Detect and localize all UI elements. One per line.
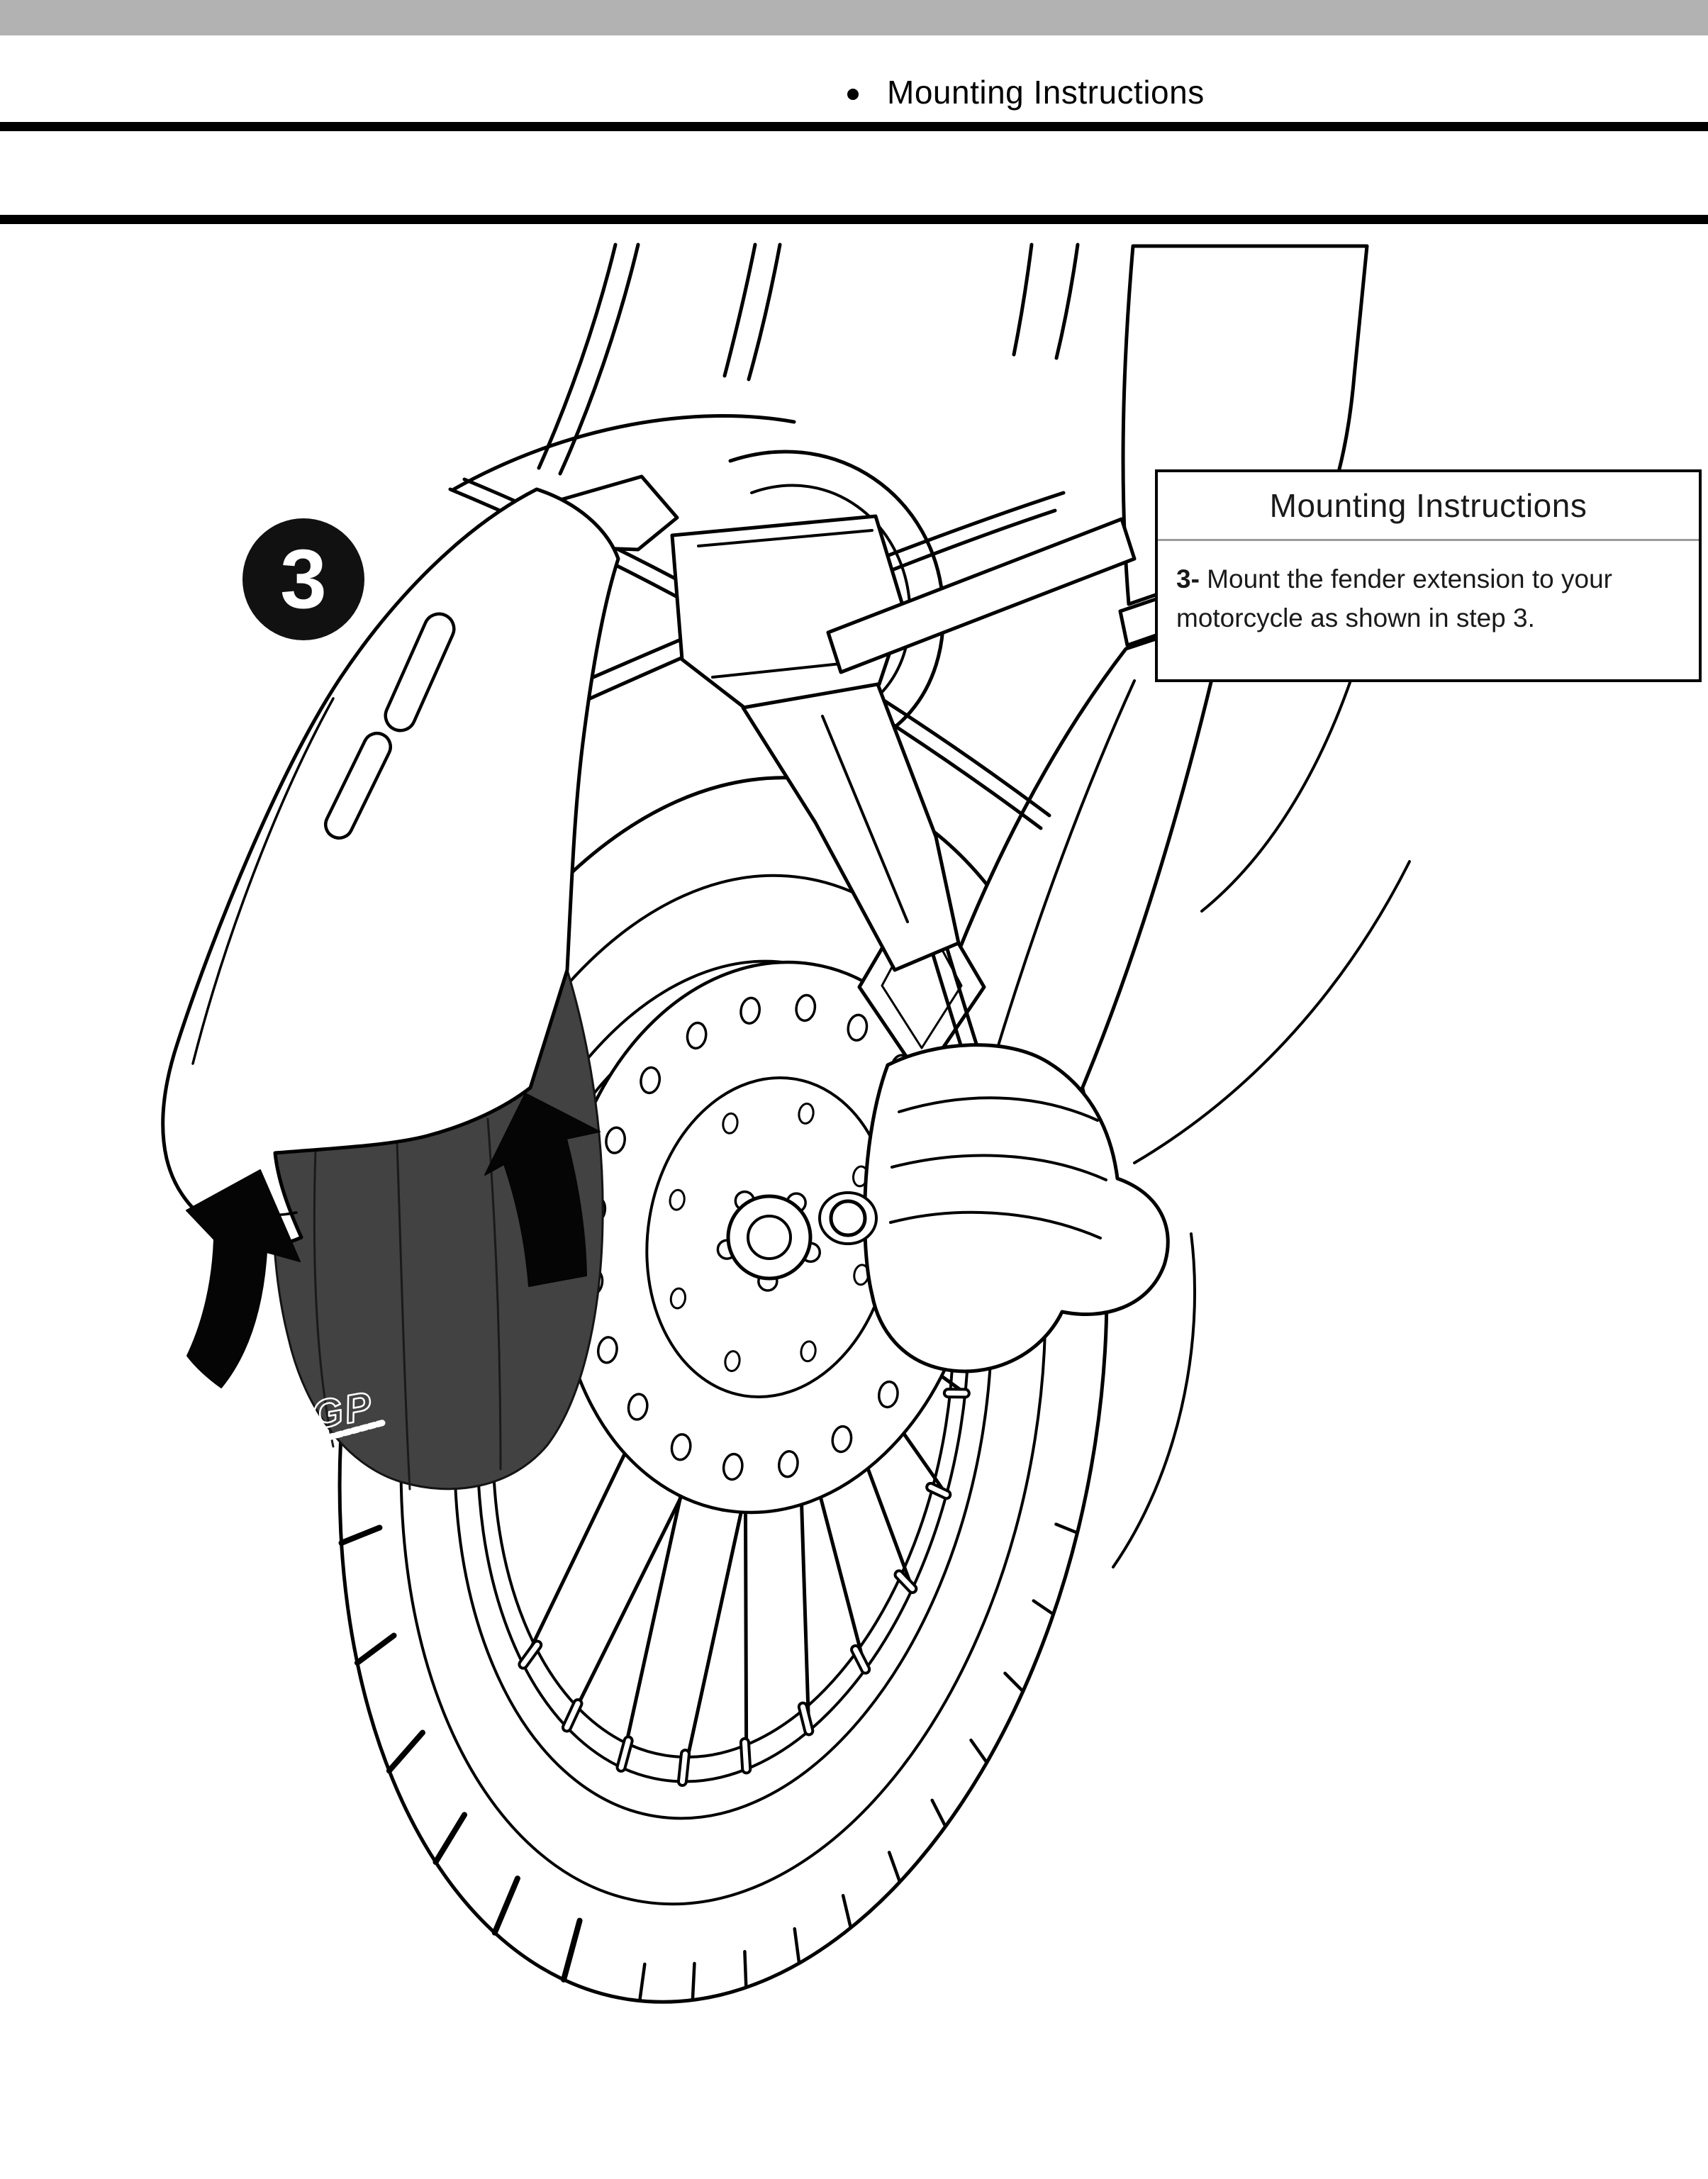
steering-stem <box>741 682 961 972</box>
horizontal-rule-top <box>0 122 1708 131</box>
bodywork-line <box>1112 1232 1197 1568</box>
header-bullet-item: Mounting Instructions <box>847 73 1205 111</box>
fender-body <box>161 487 620 1247</box>
clamp-line <box>697 529 873 547</box>
handlebar-line <box>452 414 796 491</box>
extension-seam <box>396 1142 411 1490</box>
arrow-up-left-icon <box>186 1169 301 1388</box>
axle-nut <box>829 1199 867 1237</box>
cable <box>1054 243 1080 360</box>
box-divider <box>1158 539 1699 541</box>
fender-vent-slat <box>324 731 392 840</box>
fender-ridge <box>191 697 335 1065</box>
top-gray-bar <box>0 0 1708 35</box>
extension-seam <box>313 1149 335 1448</box>
brake-caliper <box>863 1043 1170 1373</box>
step-number: 3 <box>280 533 327 626</box>
clamp-line <box>711 662 849 679</box>
caliper-fin <box>898 1096 1099 1122</box>
fork-and-brake-assembly <box>818 613 1229 1373</box>
horizontal-rule-bottom <box>0 215 1708 224</box>
step-prefix: 3- <box>1176 564 1200 593</box>
box-title: Mounting Instructions <box>1269 487 1587 524</box>
cable <box>747 243 782 381</box>
fender-extension: GP <box>272 969 604 1490</box>
header-label: Mounting Instructions <box>887 74 1205 111</box>
fender-brace <box>826 517 1137 674</box>
cable <box>1012 243 1034 357</box>
arrow-up-right-icon <box>484 1093 601 1287</box>
mounting-instructions-box: Mounting Instructions 3- Mount the fende… <box>1155 469 1702 682</box>
step-number-badge: 3 <box>242 518 364 640</box>
cable <box>722 243 757 378</box>
mounting-arrows <box>186 1093 601 1388</box>
front-fender <box>161 487 620 1247</box>
caliper-fin <box>889 1210 1102 1239</box>
stem-line <box>821 715 909 923</box>
gp-logo-subtext <box>300 1420 386 1447</box>
cable <box>558 243 640 476</box>
cable <box>537 243 618 470</box>
bullet-icon <box>847 89 859 100</box>
bodywork-line <box>1133 860 1411 1164</box>
fender-vent-slat <box>384 612 456 732</box>
gp-logo: GP <box>300 1382 386 1447</box>
caliper-fin <box>891 1154 1107 1181</box>
step-text: Mount the fender extension to your motor… <box>1176 564 1612 632</box>
box-body: 3- Mount the fender extension to your mo… <box>1158 541 1699 637</box>
